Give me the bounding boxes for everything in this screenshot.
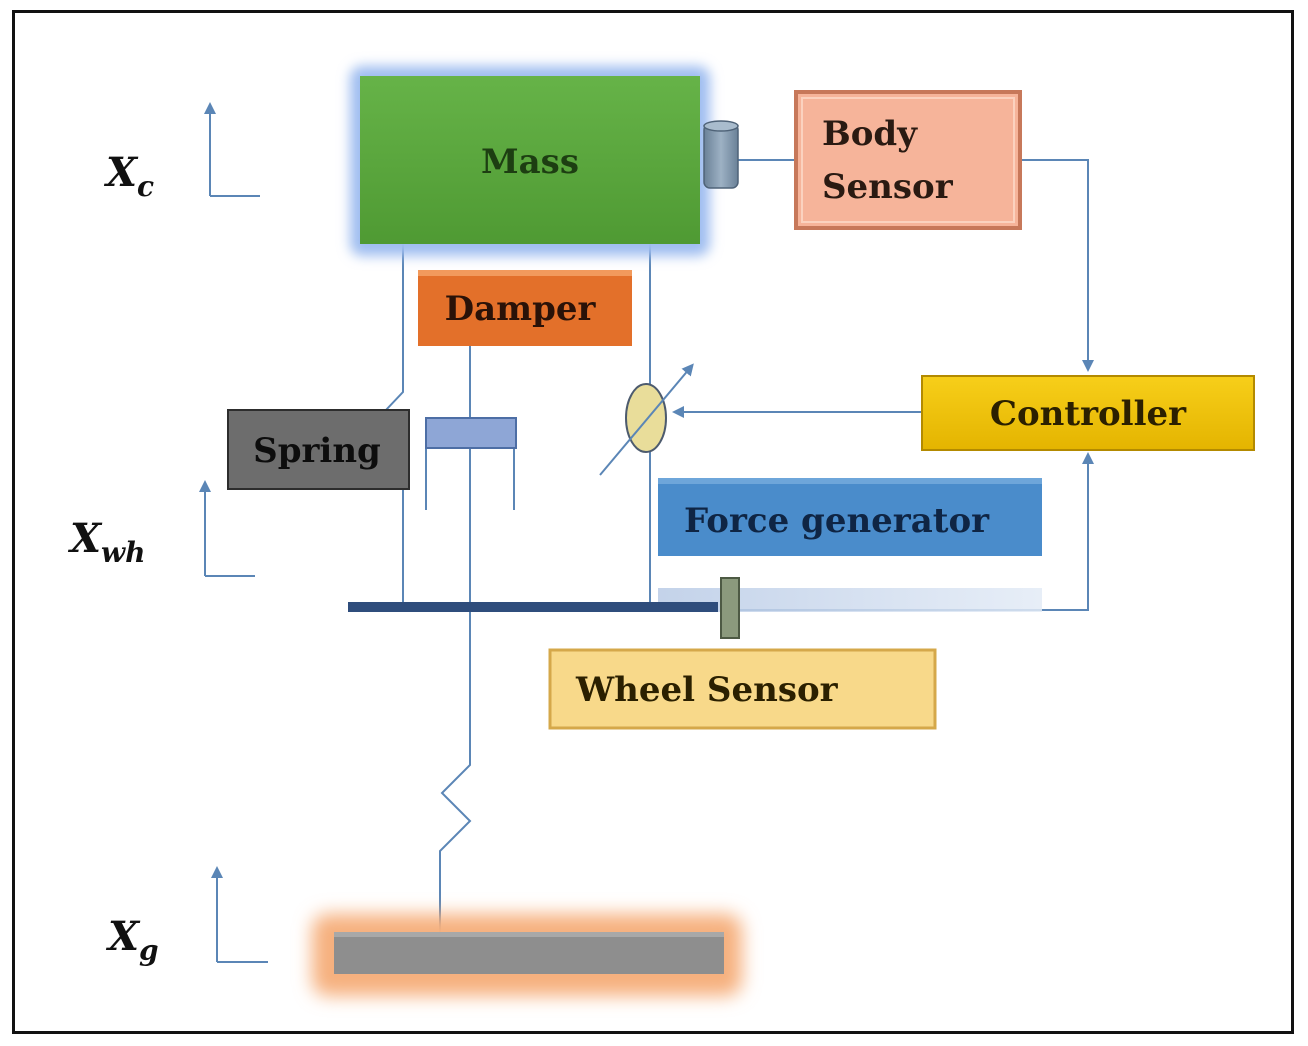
body-sensor-label-line2: Sensor [822, 167, 954, 207]
damper-box: Damper [418, 270, 632, 346]
xwh-label: X [67, 515, 103, 562]
xg-subscript: g [139, 934, 159, 967]
mass-label: Mass [481, 142, 579, 182]
xwh-axis-indicator: Xwh [67, 480, 255, 577]
mass-block: Mass [350, 66, 710, 256]
svg-text:Xg: Xg [105, 913, 159, 967]
tire-spring-line [439, 604, 472, 932]
wheel-axle [348, 602, 718, 612]
wheel-sensor-label: Wheel Sensor [575, 670, 839, 710]
body-sensor-device [703, 120, 739, 189]
xc-subscript: c [137, 170, 154, 203]
body-to-controller-line [1018, 159, 1094, 372]
damper-piston [425, 417, 517, 449]
svg-text:Xc: Xc [103, 149, 154, 203]
controller-box: Controller [921, 375, 1255, 451]
diagram-frame [12, 10, 1294, 1034]
ground-block [312, 914, 742, 996]
body-sensor-box: Body Sensor [794, 90, 1022, 230]
xwh-subscript: wh [101, 536, 145, 569]
wheel-sensor-device [720, 577, 740, 639]
controller-label: Controller [990, 394, 1187, 434]
xc-axis-indicator: Xc [103, 102, 260, 203]
xc-label: X [103, 149, 139, 196]
body-sensor-label-line1: Body [822, 114, 918, 154]
spring-box: Spring [227, 409, 410, 490]
force-generator-box: Force generator [658, 478, 1042, 556]
xg-axis-indicator: Xg [105, 866, 268, 967]
xg-label: X [105, 913, 141, 960]
wheel-sensor-box: Wheel Sensor [548, 648, 937, 730]
spring-label: Spring [253, 431, 381, 471]
damper-label: Damper [445, 289, 597, 329]
variable-actuator [599, 363, 694, 476]
svg-text:Xwh: Xwh [67, 515, 146, 569]
force-generator-label: Force generator [684, 501, 990, 541]
